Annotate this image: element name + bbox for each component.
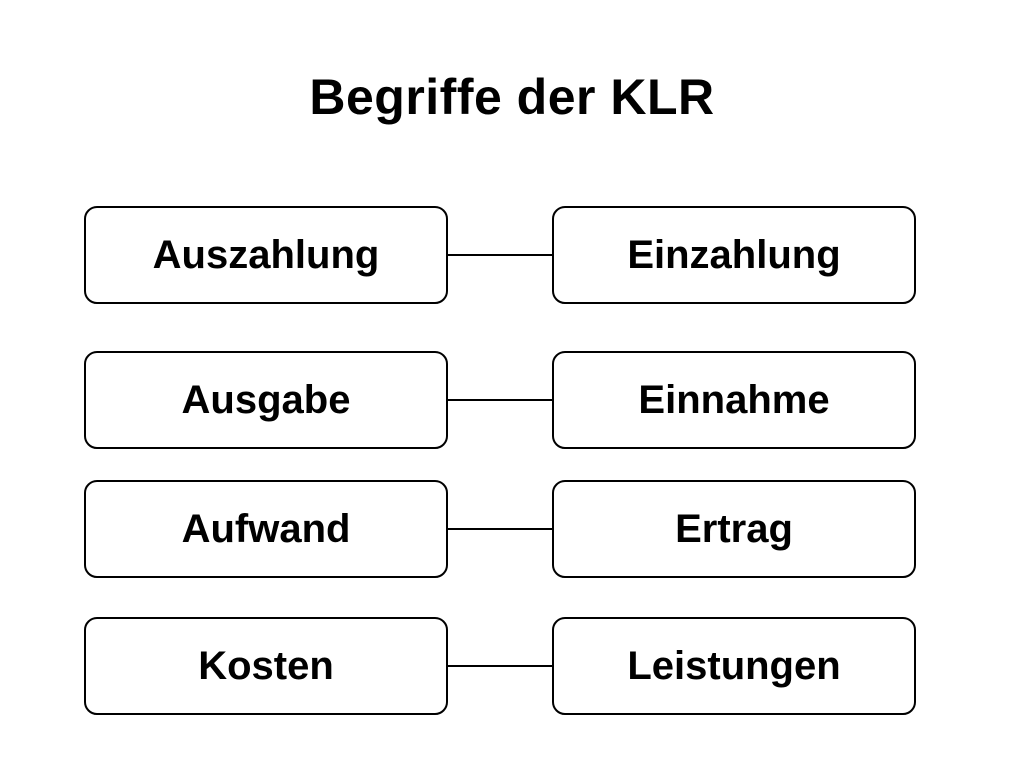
slide-title: Begriffe der KLR [309,69,715,125]
connector-line [448,528,552,530]
connector-line [448,254,552,256]
box-einnahme: Einnahme [552,351,916,449]
box-ertrag: Ertrag [552,480,916,578]
box-ausgabe: Ausgabe [84,351,448,449]
pair-row-2: Ausgabe Einnahme [84,351,916,449]
box-auszahlung: Auszahlung [84,206,448,304]
box-aufwand: Aufwand [84,480,448,578]
box-einzahlung: Einzahlung [552,206,916,304]
connector-line [448,665,552,667]
box-leistungen: Leistungen [552,617,916,715]
connector-line [448,399,552,401]
pair-row-4: Kosten Leistungen [84,617,916,715]
pair-row-3: Aufwand Ertrag [84,480,916,578]
pair-row-1: Auszahlung Einzahlung [84,206,916,304]
box-kosten: Kosten [84,617,448,715]
